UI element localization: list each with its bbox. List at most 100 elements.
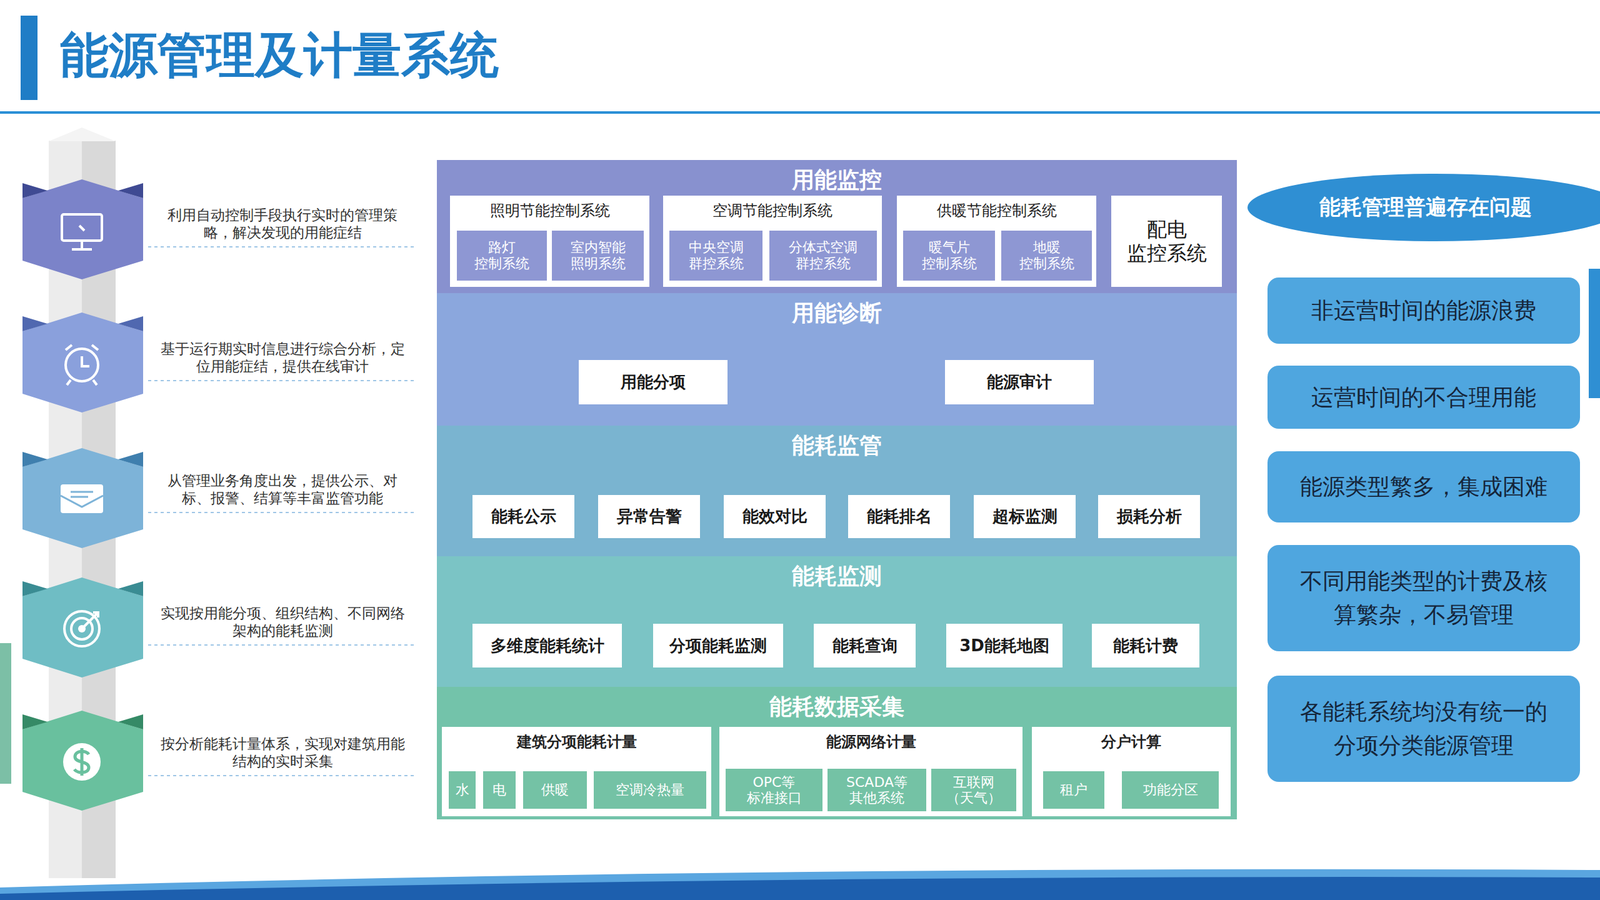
node-text: 能耗监管 <box>436 431 1237 459</box>
node-text: 供暖 <box>541 781 569 798</box>
coin-icon-block <box>22 710 144 811</box>
function-box: 用能分项 <box>578 360 728 405</box>
node-text: 能源审计 <box>986 371 1052 394</box>
function-box: 损耗分析 <box>1098 495 1200 539</box>
system-box: 配电 监控系统 <box>1111 195 1222 287</box>
layer-band: 能耗监测多维度能耗统计 分项能耗监测能耗查询 3D能耗地图 能耗计费 <box>436 556 1237 687</box>
node-text: 路灯 控制系统 <box>459 239 545 273</box>
function-box: 异常告警 <box>598 495 700 539</box>
subsystem-box: 地暖 控制系统 <box>1001 230 1092 281</box>
function-box: 能耗计费 <box>1091 623 1200 668</box>
node-text: 水 <box>455 781 470 798</box>
edge-bar <box>0 643 12 784</box>
layer-description: 利用自动控制手段执行实时的管理策略，解决发现的用能症结 <box>157 206 408 242</box>
node-text: 能耗管理普遍存在问题 <box>1319 193 1532 222</box>
envelope-icon-block <box>22 448 144 549</box>
function-box: 能耗排名 <box>848 495 950 539</box>
node-text: 照明节能控制系统 <box>450 201 650 220</box>
source-box: 供暖 <box>523 771 587 809</box>
edge-bar <box>1588 268 1600 399</box>
node-text: 建筑分项能耗计量 <box>441 733 712 752</box>
subsystem-box: 暖气片 控制系统 <box>903 230 995 281</box>
target-icon-block <box>22 577 144 678</box>
node-text: 异常告警 <box>616 505 682 528</box>
node-text: 地暖 控制系统 <box>1003 239 1090 273</box>
metering-group: 分户计算租户 功能分区 <box>1031 726 1231 817</box>
clock-icon-block <box>22 312 144 413</box>
issue-box: 非运营时间的能源浪费 <box>1267 277 1580 344</box>
node-text: 能效对比 <box>742 505 808 528</box>
node-text: 互联网 （天气） <box>933 774 1014 807</box>
source-box: 电 <box>483 771 516 809</box>
issue-box: 各能耗系统均没有统一的分项分类能源管理 <box>1267 675 1580 782</box>
issue-box: 能源类型繁多，集成困难 <box>1267 451 1580 523</box>
source-box: 租户 <box>1043 771 1105 809</box>
function-box: 3D能耗地图 <box>946 623 1063 668</box>
node-text: 供暖节能控制系统 <box>896 201 1097 220</box>
node-text: 损耗分析 <box>1116 505 1182 528</box>
node-text: 超标监测 <box>992 505 1058 528</box>
node-text: 中央空调 群控系统 <box>671 239 760 273</box>
node-text: 分体式空调 群控系统 <box>771 239 875 273</box>
title-bar <box>20 15 38 100</box>
node-text: 空调冷热量 <box>615 781 685 798</box>
node-text: 多维度能耗统计 <box>490 635 605 657</box>
issue-header-ellipse: 能耗管理普遍存在问题 <box>1247 173 1600 242</box>
function-box: 能源审计 <box>945 360 1094 405</box>
node-text: 电 <box>492 781 507 798</box>
node-text: 能耗数据采集 <box>436 693 1237 720</box>
leader-lines <box>148 246 417 776</box>
function-box: 超标监测 <box>973 495 1076 539</box>
subsystem-box: 室内智能 照明系统 <box>551 230 644 281</box>
node-text: 各能耗系统均没有统一的分项分类能源管理 <box>1295 695 1552 763</box>
function-box: 分项能耗监测 <box>653 623 784 668</box>
node-text: 用能诊断 <box>436 299 1237 327</box>
subsystem-box: 路灯 控制系统 <box>456 230 547 281</box>
layer-description: 实现按用能分项、组织结构、不同网络架构的能耗监测 <box>157 605 408 640</box>
node-text: 用能监控 <box>436 166 1237 194</box>
function-box: 多维度能耗统计 <box>472 623 622 668</box>
node-text: 3D能耗地图 <box>959 635 1050 657</box>
issue-box: 运营时间的不合理用能 <box>1267 365 1580 429</box>
bottom-wave <box>0 876 1600 900</box>
node-text: 能耗监测 <box>436 562 1237 590</box>
source-box: 空调冷热量 <box>593 771 707 809</box>
node-text: OPC等 标准接口 <box>728 774 820 807</box>
source-box: SCADA等 其他系统 <box>827 768 927 812</box>
source-box: 水 <box>448 771 476 809</box>
node-text: 暖气片 控制系统 <box>905 239 993 273</box>
metering-group: 建筑分项能耗计量水 电 供暖 空调冷热量 <box>441 726 712 817</box>
layer-band: 能耗数据采集建筑分项能耗计量水 电 供暖 空调冷热量 能源网络计量 OPC等 标准接口SC… <box>436 686 1237 820</box>
source-box: OPC等 标准接口 <box>725 768 823 812</box>
title-rule <box>0 111 1600 114</box>
node-text: 空调节能控制系统 <box>663 201 882 220</box>
function-box: 能效对比 <box>723 495 826 539</box>
function-box: 能耗公示 <box>472 495 575 539</box>
node-text: 分户计算 <box>1031 733 1231 752</box>
subsystem-box: 分体式空调 群控系统 <box>769 230 877 281</box>
node-text: 配电 监控系统 <box>1113 217 1220 266</box>
metering-group: 能源网络计量 OPC等 标准接口SCADA等 其他系统互联网 （天气） <box>719 726 1023 817</box>
layer-description: 按分析能耗计量体系，实现对建筑用能结构的实时采集 <box>157 735 408 770</box>
layer-band: 能耗监管能耗公示 异常告警 能效对比 能耗排名 超标监测 损耗分析 <box>436 425 1237 557</box>
subsystem-box: 中央空调 群控系统 <box>669 230 763 281</box>
node-text: 能耗排名 <box>866 505 932 528</box>
node-text: 不同用能类型的计费及核算繁杂，不易管理 <box>1295 564 1552 632</box>
node-text: 室内智能 照明系统 <box>554 239 642 273</box>
system-group: 照明节能控制系统路灯 控制系统室内智能 照明系统 <box>450 195 650 287</box>
node-text: 能源网络计量 <box>719 733 1023 752</box>
layer-band: 用能监控照明节能控制系统路灯 控制系统室内智能 照明系统空调节能控制系统中央空调… <box>436 160 1237 294</box>
bottom-wave <box>0 869 1600 900</box>
node-text: 运营时间的不合理用能 <box>1311 380 1537 415</box>
source-box: 互联网 （天气） <box>931 768 1017 812</box>
layer-description: 从管理业务角度出发，提供公示、对标、报警、结算等丰富监管功能 <box>157 472 408 507</box>
system-group: 空调节能控制系统中央空调 群控系统分体式空调 群控系统 <box>663 195 882 287</box>
issue-box: 不同用能类型的计费及核算繁杂，不易管理 <box>1267 545 1580 652</box>
node-text: 租户 <box>1060 781 1088 798</box>
system-group: 供暖节能控制系统暖气片 控制系统地暖 控制系统 <box>896 195 1097 287</box>
node-text: 功能分区 <box>1143 781 1199 798</box>
layer-description: 基于运行期实时信息进行综合分析，定位用能症结，提供在线审计 <box>157 340 408 375</box>
node-text: 能耗计费 <box>1113 635 1179 657</box>
function-box: 能耗查询 <box>813 623 916 668</box>
source-box: 功能分区 <box>1121 771 1219 809</box>
